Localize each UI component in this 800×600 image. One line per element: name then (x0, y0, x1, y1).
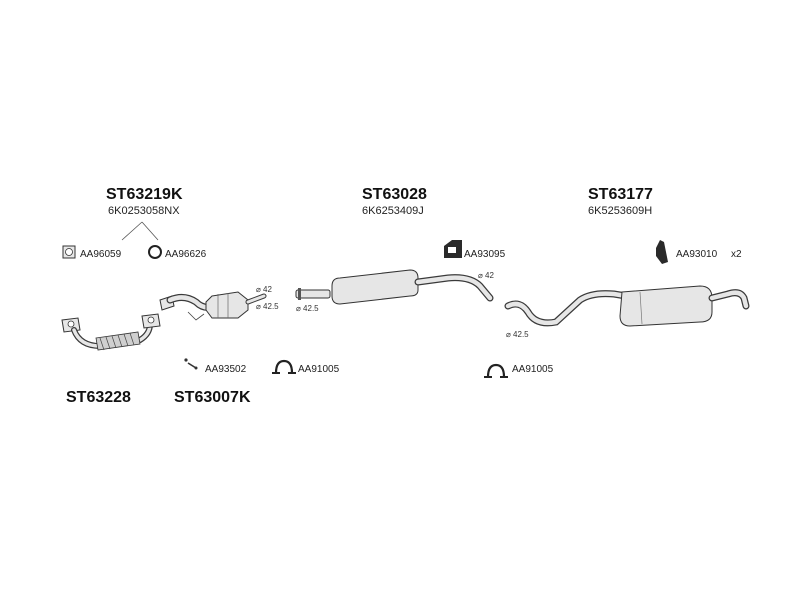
clamp-right-icon (484, 363, 508, 378)
square-gasket-icon (62, 245, 76, 259)
acc-code-bolt-kit: AA93502 (205, 364, 247, 375)
part-number-front-pipe: ST63228 (66, 389, 131, 406)
acc-code-gasket-square: AA96059 (80, 249, 122, 260)
oem-number-rear: 6K5253609H (588, 205, 653, 217)
middle-silencer-icon (295, 269, 494, 305)
bolt-kit-icon (184, 358, 198, 370)
acc-code-ring-gasket: AA96626 (165, 249, 207, 260)
dim-mid-outlet: ⌀ 42 (478, 271, 494, 280)
front-pipe-icon (61, 313, 161, 351)
clamp-left-icon (272, 359, 296, 374)
rear-silencer-icon (504, 285, 750, 327)
acc-code-clamp-left: AA91005 (298, 364, 340, 375)
hanger-quantity: x2 (731, 249, 742, 260)
hanger-icon (656, 240, 668, 264)
part-number-mount-kit: ST63007K (174, 389, 251, 406)
dim-cat-outlet: ⌀ 42 (256, 285, 272, 294)
rubber-mount-icon (444, 240, 462, 258)
acc-code-hanger: AA93010 (676, 249, 718, 260)
part-number-rear: ST63177 (588, 186, 653, 203)
dim-cat-inlet: ⌀ 42.5 (256, 302, 279, 311)
oem-number-middle: 6K6253409J (362, 205, 424, 217)
catalyst-icon (159, 291, 267, 321)
dim-mid-inlet: ⌀ 42.5 (296, 304, 319, 313)
part-number-middle: ST63028 (362, 186, 427, 203)
part-number-catalyst: ST63219K (106, 186, 183, 203)
connector-line-left (121, 221, 143, 241)
acc-code-rubber-mount: AA93095 (464, 249, 506, 260)
ring-gasket-icon (148, 245, 162, 259)
acc-code-clamp-right: AA91005 (512, 364, 554, 375)
oem-number-catalyst: 6K0253058NX (108, 205, 180, 217)
dim-rear-inlet: ⌀ 42.5 (506, 330, 529, 339)
connector-line-right (141, 221, 159, 241)
